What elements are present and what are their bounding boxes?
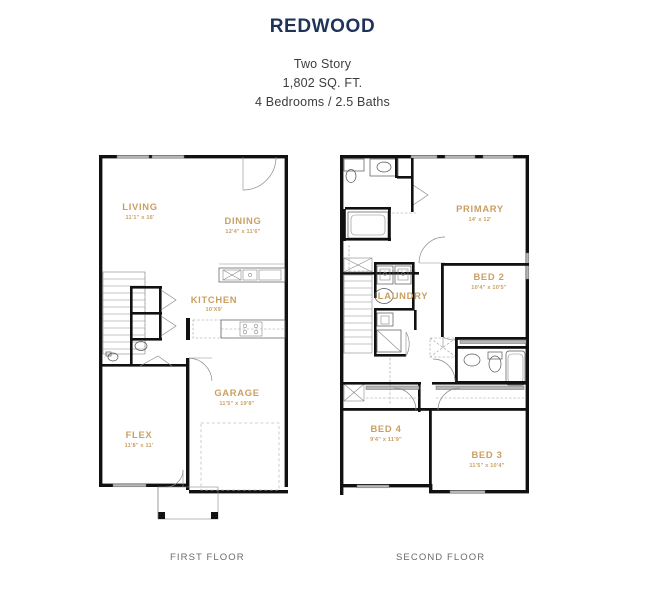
page-title: REDWOOD — [269, 16, 376, 37]
first-floor-windows — [112, 155, 185, 488]
primary-closet — [343, 212, 419, 275]
room-primary: PRIMARY 14' x 12' — [456, 203, 504, 223]
second-floor-windows — [356, 155, 530, 494]
powder-room-fixtures — [105, 341, 148, 362]
laundry-appliances — [374, 262, 415, 311]
room-label-flex: FLEX — [126, 429, 153, 440]
second-floor-stairs — [343, 257, 373, 354]
second-floor-caption: SECOND FLOOR — [396, 552, 486, 563]
first-floor-door-swings — [139, 289, 177, 367]
bed4-door — [393, 387, 417, 411]
room-dim-primary: 14' x 12' — [468, 217, 492, 223]
plan-story: Two Story — [293, 57, 352, 71]
wall-hall-bed2 — [441, 263, 444, 337]
plan-header: REDWOOD Two Story 1,802 SQ. FT. 4 Bedroo… — [0, 0, 645, 112]
room-dim-garage: 11'5" x 19'8" — [219, 401, 254, 407]
room-garage: GARAGE 11'5" x 19'8" — [214, 387, 259, 407]
primary-bathtub — [343, 207, 391, 241]
room-living: LIVING 11'1" x 16' — [122, 201, 157, 221]
room-bed4: BED 4 9'4" x 11'9" — [370, 423, 402, 443]
room-dim-bed3: 11'5" x 10'4" — [469, 463, 504, 469]
room-dining: DINING 12'4" x 11'6" — [224, 215, 261, 235]
room-bed3: BED 3 11'5" x 10'4" — [469, 449, 504, 469]
room-label-laundry: LAUNDRY — [378, 290, 428, 301]
bed3-door — [437, 387, 461, 411]
room-flex: FLEX 11'8" x 11' — [125, 429, 154, 449]
kitchen-counter-upper — [218, 263, 286, 283]
room-label-dining: DINING — [224, 215, 261, 226]
second-floor-half-bath — [374, 310, 410, 404]
room-label-kitchen: KITCHEN — [191, 294, 238, 305]
second-floor-hall-walls — [340, 310, 529, 486]
room-dim-living: 11'1" x 16' — [126, 215, 155, 221]
kitchen-island — [186, 318, 286, 340]
room-label-living: LIVING — [122, 201, 157, 212]
room-label-primary: PRIMARY — [456, 203, 504, 214]
entry-porch — [157, 469, 219, 520]
front-door-swing — [242, 156, 277, 191]
room-label-bed4: BED 4 — [370, 423, 401, 434]
primary-bedroom-door — [418, 236, 446, 264]
primary-bath-fixtures — [343, 158, 414, 183]
first-floor-plan: LIVING 11'1" x 16' DINING 12'4" x 11'6" — [99, 155, 288, 520]
second-floor-plan: PRIMARY 14' x 12' BED 2 10'4" x 10'5" — [340, 155, 530, 495]
plan-sqft: 1,802 SQ. FT. — [282, 76, 363, 90]
room-dim-kitchen: 10'X9' — [206, 307, 223, 313]
garage-parking-pad — [200, 422, 280, 491]
first-floor-caption: FIRST FLOOR — [170, 552, 245, 563]
room-kitchen: KITCHEN 10'X9' — [191, 294, 238, 313]
room-dim-dining: 12'4" x 11'6" — [225, 229, 260, 235]
plan-beds-baths: 4 Bedrooms / 2.5 Baths — [254, 95, 391, 109]
room-label-bed3: BED 3 — [471, 449, 502, 460]
room-label-bed2: BED 2 — [473, 271, 504, 282]
room-laundry: LAUNDRY — [378, 290, 428, 301]
bedroom-closets — [343, 382, 527, 402]
room-dim-flex: 11'8" x 11' — [125, 443, 154, 449]
first-floor-interior-walls — [102, 286, 186, 367]
room-bed2: BED 2 10'4" x 10'5" — [471, 271, 507, 291]
garage-entry-door — [188, 357, 213, 382]
primary-bath-door — [411, 178, 429, 212]
room-dim-bed4: 9'4" x 11'9" — [370, 437, 402, 443]
room-dim-bed2: 10'4" x 10'5" — [471, 285, 507, 291]
wall-primary-bed2 — [441, 263, 529, 266]
room-label-garage: GARAGE — [214, 387, 259, 398]
